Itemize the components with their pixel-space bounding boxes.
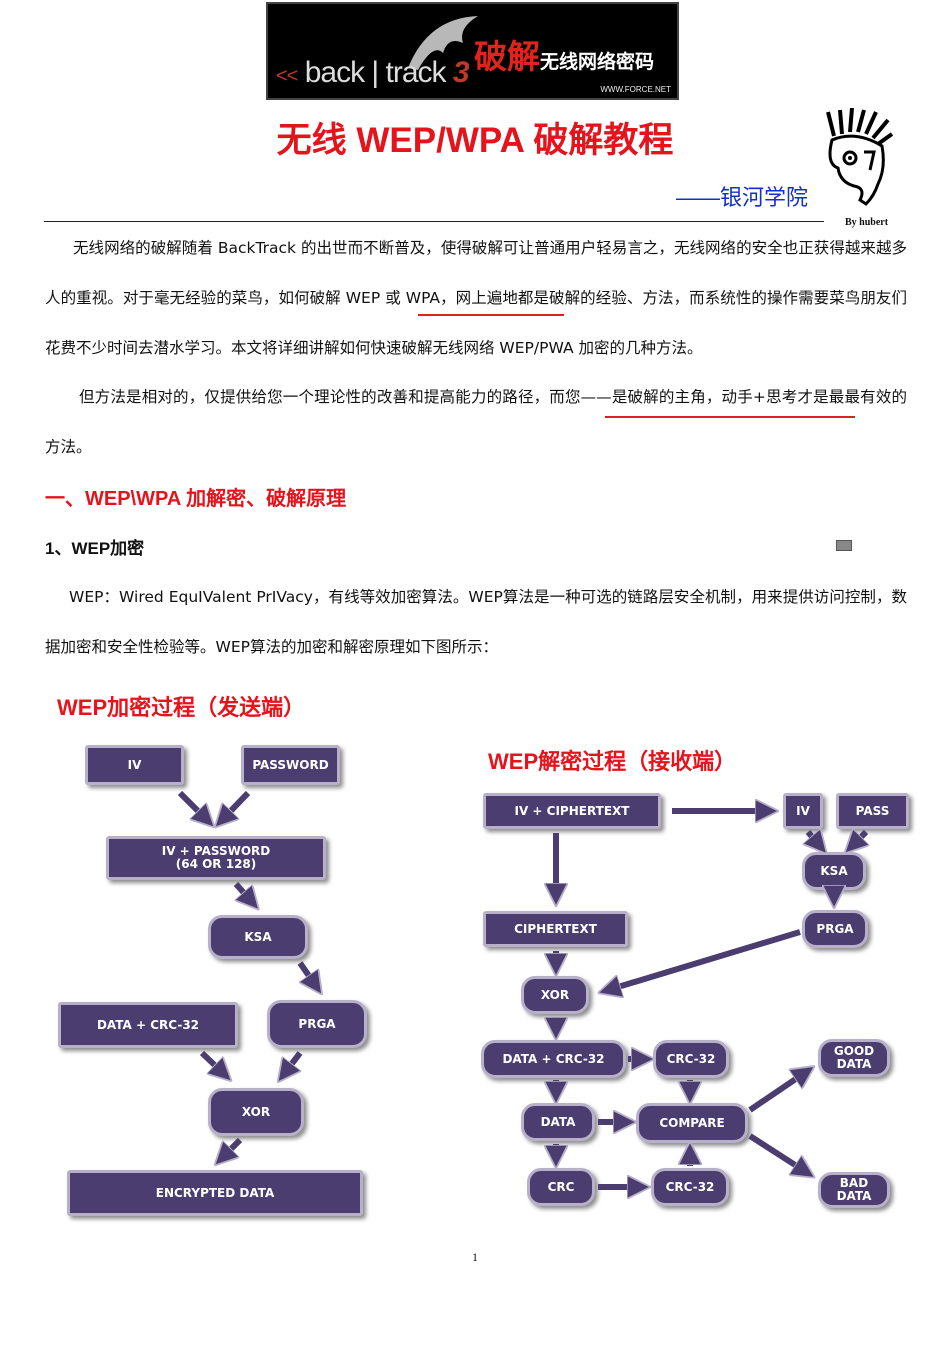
dec-crc32-top-box: CRC-32	[653, 1040, 729, 1078]
author-byline: By hubert	[845, 217, 889, 228]
decryption-diagram-title: WEP解密过程（接收端）	[488, 749, 737, 774]
banner-slogan: 破解无线网络密码	[474, 38, 655, 75]
encryption-diagram-title: WEP加密过程（发送端）	[57, 695, 306, 720]
enc-iv-password-box: IV + PASSWORD (64 OR 128)	[106, 836, 326, 880]
dec-xor-box: XOR	[521, 976, 589, 1014]
enc-password-box: PASSWORD	[241, 745, 340, 785]
section-heading: 一、WEP\WPA 加解密、破解原理	[45, 488, 347, 510]
title-divider	[44, 221, 824, 222]
dec-bad-data-box: BAD DATA	[818, 1172, 890, 1208]
dec-crc32-bottom-box: CRC-32	[651, 1168, 729, 1206]
subsection-heading: 1、WEP加密	[45, 539, 145, 558]
banner-site: WWW.FORCE.NET	[600, 85, 671, 94]
author-avatar	[826, 108, 894, 206]
enc-prga-box: PRGA	[267, 1000, 367, 1048]
enc-data-crc-box: DATA + CRC-32	[58, 1002, 238, 1048]
intro-paragraph-1: 无线网络的破解随着 BackTrack 的出世而不断普及，使得破解可让普通用户轻…	[45, 239, 907, 357]
backtrack-logo: << back | track 3	[276, 56, 470, 89]
enc-xor-box: XOR	[208, 1088, 304, 1136]
wep-description: WEP：Wired EquIValent PrIVacy，有线等效加密算法。WE…	[45, 588, 907, 656]
dec-iv-ciphertext-box: IV + CIPHERTEXT	[483, 793, 661, 829]
dragon-logo-icon	[408, 16, 478, 70]
underline-wep-wpa	[418, 314, 564, 316]
dec-pass-box: PASS	[836, 793, 909, 829]
enc-encrypted-data-box: ENCRYPTED DATA	[67, 1170, 363, 1216]
document-title: 无线 WEP/WPA 破解教程	[276, 121, 674, 160]
header-banner-image: << back | track 3 破解无线网络密码 WWW.FORCE.NET	[266, 2, 679, 100]
underline-protagonist	[605, 416, 855, 418]
page-number: 1	[472, 1250, 478, 1264]
dec-good-data-box: GOOD DATA	[818, 1039, 890, 1077]
intro-paragraph-2: 但方法是相对的，仅提供给您一个理论性的改善和提高能力的路径，而您——是破解的主角…	[45, 388, 907, 456]
dec-prga-box: PRGA	[802, 910, 868, 948]
dec-iv-box: IV	[783, 793, 823, 829]
enc-iv-box: IV	[85, 745, 184, 785]
embedded-object-icon	[836, 540, 852, 551]
document-subtitle: ——银河学院	[676, 185, 809, 210]
dec-ciphertext-box: CIPHERTEXT	[483, 911, 628, 947]
dec-data-crc-box: DATA + CRC-32	[481, 1040, 626, 1078]
dec-data-box: DATA	[521, 1103, 595, 1141]
enc-ksa-box: KSA	[208, 915, 308, 959]
dec-crc-box: CRC	[527, 1168, 595, 1206]
